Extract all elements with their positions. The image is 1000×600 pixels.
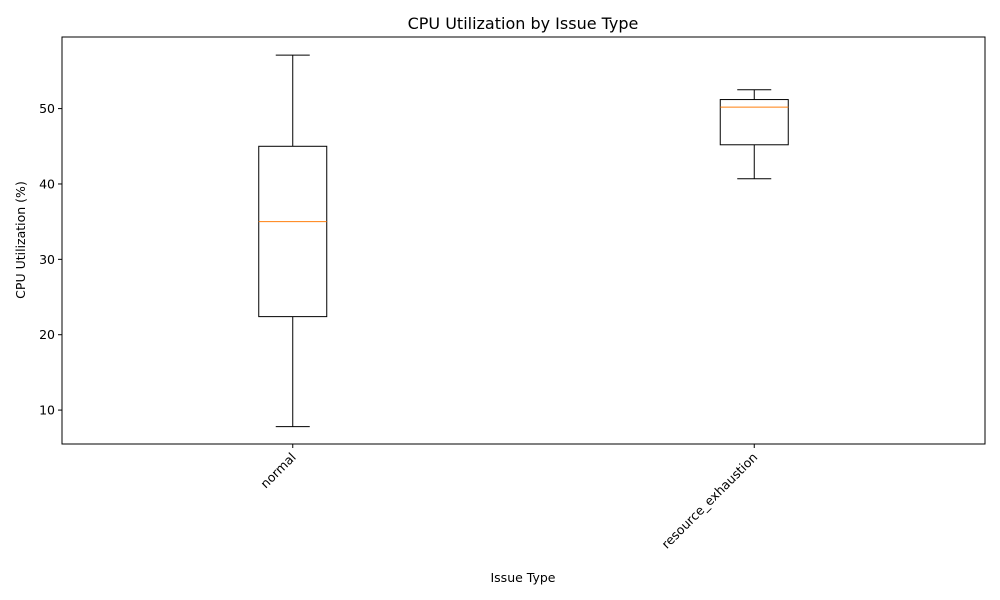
x-axis-label: Issue Type	[490, 570, 555, 585]
y-tick-label: 40	[39, 176, 55, 191]
y-tick-label: 20	[39, 327, 55, 342]
y-tick-label: 10	[39, 403, 55, 418]
y-axis-label: CPU Utilization (%)	[13, 181, 28, 299]
x-tick-label: resource_exhaustion	[658, 450, 760, 552]
box-iqr	[258, 145, 328, 318]
box-iqr	[719, 99, 789, 146]
y-tick-label: 50	[39, 101, 55, 116]
y-tick-label: 30	[39, 252, 55, 267]
chart-title: CPU Utilization by Issue Type	[408, 14, 639, 33]
axes-frame	[61, 36, 986, 445]
plot-area: 10 20 30 40 50 normal resource_exhaustion	[39, 36, 986, 552]
x-tick-label: normal	[257, 450, 299, 492]
